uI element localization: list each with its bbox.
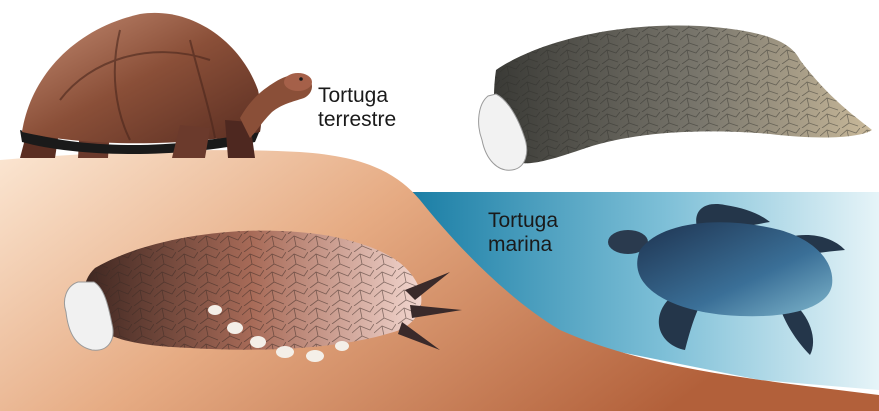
label-sea-turtle-line2: marina: [488, 233, 558, 257]
label-land-turtle-line1: Tortuga: [318, 84, 396, 108]
label-sea-turtle-line1: Tortuga: [488, 209, 558, 233]
label-land-turtle-line2: terrestre: [318, 108, 396, 132]
tortoise-head: [284, 73, 312, 91]
label-sea-turtle: Tortuga marina: [488, 209, 558, 257]
tortoise-eye: [299, 77, 303, 81]
label-land-turtle: Tortuga terrestre: [318, 84, 396, 132]
